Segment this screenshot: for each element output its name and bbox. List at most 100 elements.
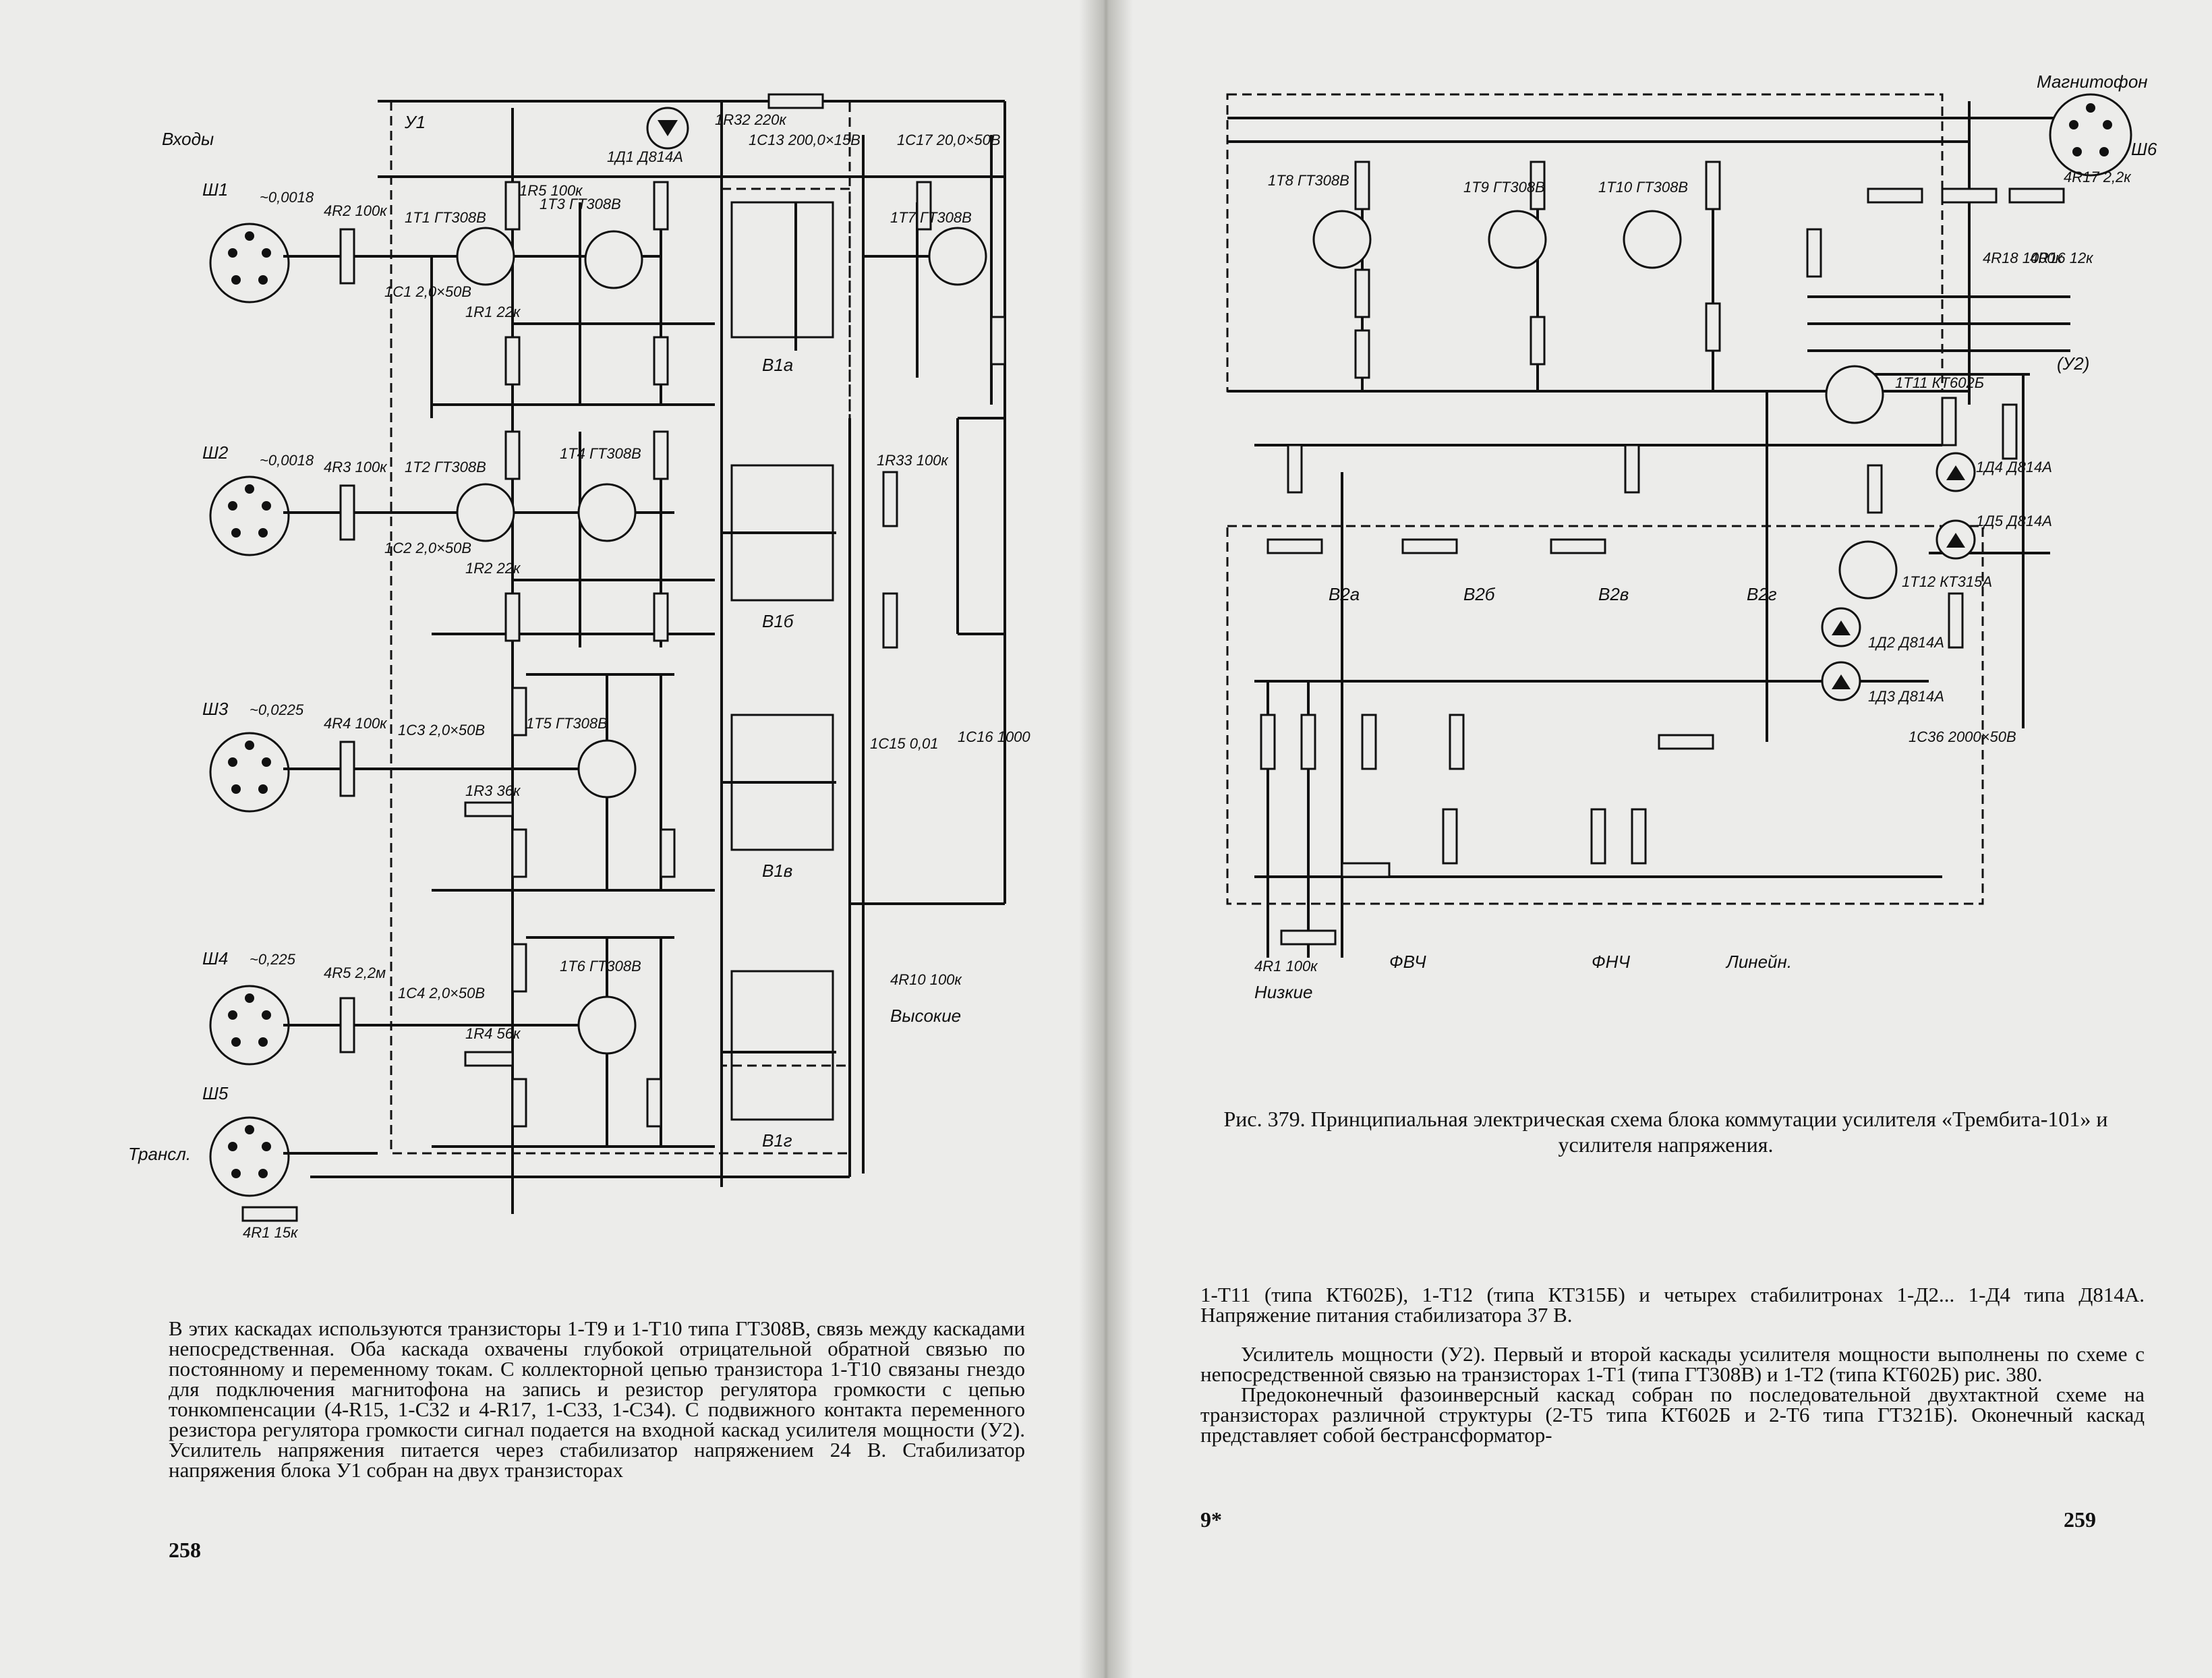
recorder-label: Магнитофон	[2037, 71, 2148, 92]
right-page: Магнитофон Ш6 1Т8 ГТ308В 1Т9 ГТ308В 1Т10…	[1133, 0, 2212, 1678]
diode-1D5	[1936, 519, 1976, 560]
transistor-1T3	[584, 230, 643, 289]
label-1T2: 1Т2 ГТ308В	[405, 459, 486, 475]
label-1D2: 1Д2 Д814А	[1868, 634, 1944, 651]
label-4R1-right: 4R1 100к	[1254, 958, 1318, 975]
label-1D4: 1Д4 Д814А	[1976, 459, 2052, 475]
left-schematic: Входы У1 Ш1 Ш2 Ш3 Ш4 Ш5 ~0,0018 ~0,0018 …	[128, 93, 1030, 1241]
filter-linear-label: Линейн.	[1725, 952, 1792, 972]
socket-label-3: Ш3	[202, 699, 229, 719]
label-1R1: 1R1 22к	[465, 303, 521, 320]
switch-label-B2b: В2б	[1463, 584, 1496, 604]
label-1R4: 1R4 56к	[465, 1025, 521, 1042]
socket-label-5: Ш5	[202, 1083, 229, 1103]
tone-high-label: Высокие	[890, 1006, 961, 1026]
diode-1D1	[646, 107, 689, 150]
label-1T8: 1Т8 ГТ308В	[1268, 172, 1349, 189]
socket-label-Sh6: Ш6	[2131, 139, 2157, 159]
filter-lpf-label: ФНЧ	[1592, 952, 1630, 972]
label-1D3: 1Д3 Д814А	[1868, 688, 1944, 705]
switch-label-B2g: В2г	[1747, 584, 1777, 604]
signature-mark: 9*	[1200, 1507, 1222, 1532]
socket-level-4: ~0,225	[250, 951, 296, 968]
book-gutter	[1079, 0, 1133, 1678]
label-1C2: 1C2 2,0×50В	[384, 540, 471, 556]
diode-1D3	[1821, 661, 1861, 701]
socket-label-4: Ш4	[202, 948, 228, 968]
label-1T1: 1Т1 ГТ308В	[405, 209, 486, 226]
label-1T11: 1Т11 КТ602Б	[1895, 374, 1984, 391]
label-1C4: 1C4 2,0×50В	[398, 985, 485, 1002]
input-socket-4	[209, 985, 364, 1066]
tone-low-label: Низкие	[1254, 982, 1313, 1002]
right-paragraph-2: Усилитель мощности (У2). Первый и второй…	[1200, 1342, 2145, 1386]
label-1T9: 1Т9 ГТ308В	[1463, 179, 1545, 196]
label-1R29: 1R33 100к	[877, 452, 949, 469]
label-4R16: 4R17 2,2к	[2064, 169, 2132, 185]
socket-label-1: Ш1	[202, 179, 228, 200]
transistor-1T4	[577, 483, 637, 542]
transl-label: Трансл.	[128, 1144, 191, 1164]
switch-label-B1v: В1в	[762, 861, 792, 881]
right-body-text: 1-Т11 (типа КТ602Б), 1-Т12 (типа КТ315Б)…	[1200, 1283, 2145, 1447]
transistor-1T1	[456, 227, 515, 286]
socket-Sh6	[2049, 93, 2132, 177]
left-paragraph: В этих каскадах используются транзисторы…	[169, 1317, 1025, 1482]
label-1T5: 1Т5 ГТ308В	[526, 715, 608, 732]
label-4R4: 4R4 100к	[324, 715, 388, 732]
right-schematic: Магнитофон Ш6 1Т8 ГТ308В 1Т9 ГТ308В 1Т10…	[1226, 71, 2157, 1002]
label-1R5: 1R5 100к	[519, 182, 583, 199]
label-1C36: 1C36 2000×50В	[1909, 728, 2016, 745]
label-1D1: 1Д1 Д814А	[607, 148, 683, 165]
transistor-1T2	[456, 483, 515, 542]
label-4R3: 4R3 100к	[324, 459, 388, 475]
right-paragraph-1: 1-Т11 (типа КТ602Б), 1-Т12 (типа КТ315Б)…	[1200, 1283, 2145, 1327]
right-paragraph-3: Предоконечный фазоинверсный каскад собра…	[1200, 1383, 2145, 1447]
input-socket-1	[209, 223, 364, 303]
socket-level-3: ~0,0225	[250, 701, 304, 718]
label-1R28: 1R32 220к	[715, 111, 787, 128]
label-4R5: 4R5 2,2м	[324, 964, 386, 981]
switch-label-B1b: В1б	[762, 611, 794, 631]
label-4R1: 4R1 15к	[243, 1224, 299, 1241]
transistor-1T9	[1488, 210, 1547, 269]
label-1C16: 1C16 1000	[958, 728, 1030, 745]
transistor-1T8	[1312, 210, 1372, 269]
input-socket-2	[209, 475, 364, 556]
filter-hpf-label: ФВЧ	[1389, 952, 1426, 972]
inputs-title: Входы	[162, 129, 214, 149]
label-1T3: 1Т3 ГТ308В	[540, 196, 621, 212]
left-page: Входы У1 Ш1 Ш2 Ш3 Ш4 Ш5 ~0,0018 ~0,0018 …	[0, 0, 1106, 1678]
label-1C15: 1C15 0,01	[870, 735, 939, 752]
switch-label-B1a: В1а	[762, 355, 793, 375]
stage-row-3	[364, 673, 836, 892]
resistor-boxes	[241, 93, 1006, 1222]
transistor-1T12	[1838, 540, 1898, 600]
socket-level-2: ~0,0018	[260, 452, 314, 469]
transistor-1T5	[577, 739, 637, 799]
socket-level-1: ~0,0018	[260, 189, 314, 206]
label-1D5: 1Д5 Д814А	[1976, 513, 2052, 529]
label-4R17: 4R18 1000к	[1983, 250, 2064, 266]
label-1C3: 1C3 2,0×50В	[398, 722, 485, 739]
label-4R15: 4R16 12к	[2030, 250, 2094, 266]
label-1C17: 1C17 20,0×50В	[897, 132, 1001, 148]
resistor-boxes-right	[1260, 161, 2065, 946]
socket-label-2: Ш2	[202, 442, 229, 463]
label-1T4: 1Т4 ГТ308В	[560, 445, 641, 462]
switch-boxes	[730, 201, 834, 1121]
switch-label-B2v: В2в	[1598, 584, 1629, 604]
label-1R3: 1R3 36к	[465, 782, 521, 799]
transistor-1T11	[1825, 365, 1884, 424]
right-page-number: 259	[2064, 1507, 2096, 1532]
diode-1D4	[1936, 452, 1976, 492]
transistor-1T10	[1623, 210, 1682, 269]
switch-label-B2a: В2а	[1329, 584, 1360, 604]
label-1T7: 1Т7 ГТ308В	[890, 209, 972, 226]
transistor-1T6	[577, 995, 637, 1055]
label-1C1: 1C1 2,0×50В	[384, 283, 471, 300]
diode-1D2	[1821, 607, 1861, 647]
label-1T6: 1Т6 ГТ308В	[560, 958, 641, 975]
left-page-number: 258	[169, 1538, 201, 1562]
